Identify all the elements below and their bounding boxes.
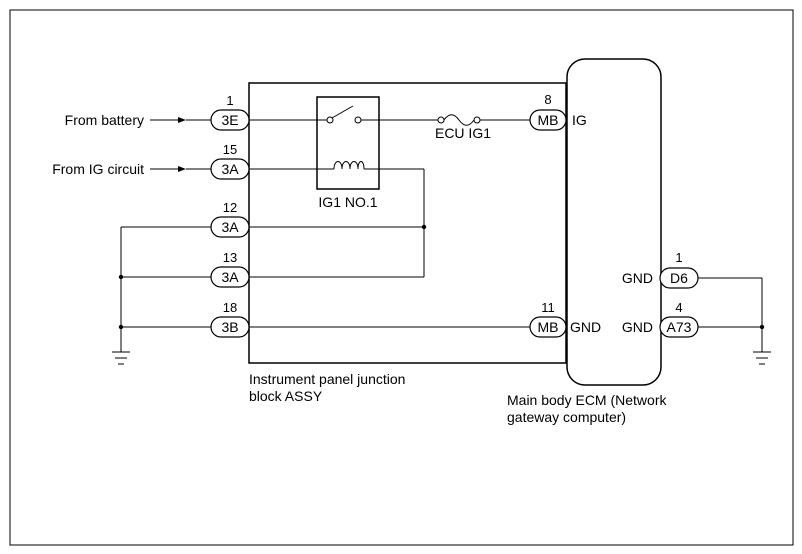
jb-connector-13: 13 3A: [210, 250, 250, 288]
pin-number: 1: [675, 250, 682, 265]
jb-connector-12: 12 3A: [210, 200, 250, 238]
signal-label: GND: [622, 270, 653, 286]
splice-dot: [118, 274, 124, 280]
ecm-connector-d6: 1 D6 GND: [622, 250, 699, 289]
relay-label: IG1 NO.1: [318, 194, 377, 210]
connector-code: MB: [538, 112, 559, 128]
ground-icon: [112, 351, 130, 365]
relay-coil-icon: [333, 161, 365, 170]
splice-dot: [759, 324, 765, 330]
junction-block-label-line2: block ASSY: [249, 388, 323, 404]
pin-number: 11: [541, 300, 555, 315]
fuse-label: ECU IG1: [435, 125, 491, 141]
ecm-connector-a73: 4 A73 GND: [622, 300, 699, 338]
signal-label: IG: [572, 112, 587, 128]
pin-number: 13: [223, 250, 237, 265]
connector-code: 3E: [221, 112, 238, 128]
connector-code: 3A: [221, 219, 239, 235]
wires: [120, 119, 763, 352]
connector-code: A73: [667, 319, 692, 335]
signal-label: GND: [570, 319, 601, 335]
arrow-icon: [178, 117, 186, 123]
pin-number: 18: [223, 300, 237, 315]
ecm-connector-gnd-left: 11 MB GND: [529, 300, 601, 338]
relay-ig1-no1: IG1 NO.1: [316, 96, 380, 210]
pin-number: 1: [226, 93, 233, 108]
junction-block: [248, 82, 567, 364]
jb-connector-1: 1 3E: [210, 93, 250, 131]
ig-circuit-input-label: From IG circuit: [52, 161, 144, 177]
splice-dot: [118, 324, 124, 330]
junction-block-label-line1: Instrument panel junction: [249, 371, 405, 387]
pin-number: 8: [544, 92, 551, 107]
battery-input: From battery: [65, 112, 186, 128]
pin-number: 15: [223, 142, 237, 157]
ground-icon: [753, 351, 771, 365]
relay-switch-icon: [331, 105, 354, 119]
splice-dot: [421, 224, 427, 230]
ecm-body: [566, 58, 662, 386]
connector-code: 3A: [221, 161, 239, 177]
ecm-connector-ig: 8 MB IG: [529, 92, 587, 131]
ecm-label-line1: Main body ECM (Network: [507, 392, 667, 408]
relay-box: [316, 96, 380, 190]
ecm-label-line2: gateway computer): [507, 409, 626, 425]
battery-input-label: From battery: [65, 112, 144, 128]
fuse-icon: [443, 114, 475, 126]
jb-connector-15: 15 3A: [210, 142, 250, 180]
connector-code: MB: [538, 319, 559, 335]
fuse-ecu-ig1: ECU IG1: [435, 114, 491, 141]
ig-circuit-input: From IG circuit: [52, 161, 186, 177]
pin-number: 4: [675, 300, 682, 315]
jb-connector-18: 18 3B: [210, 300, 250, 338]
arrow-icon: [178, 166, 186, 172]
connector-code: 3B: [221, 319, 238, 335]
diagram-frame: [9, 9, 794, 546]
pin-number: 12: [223, 200, 237, 215]
connector-code: 3A: [221, 269, 239, 285]
connector-code: D6: [670, 270, 688, 286]
signal-label: GND: [622, 319, 653, 335]
